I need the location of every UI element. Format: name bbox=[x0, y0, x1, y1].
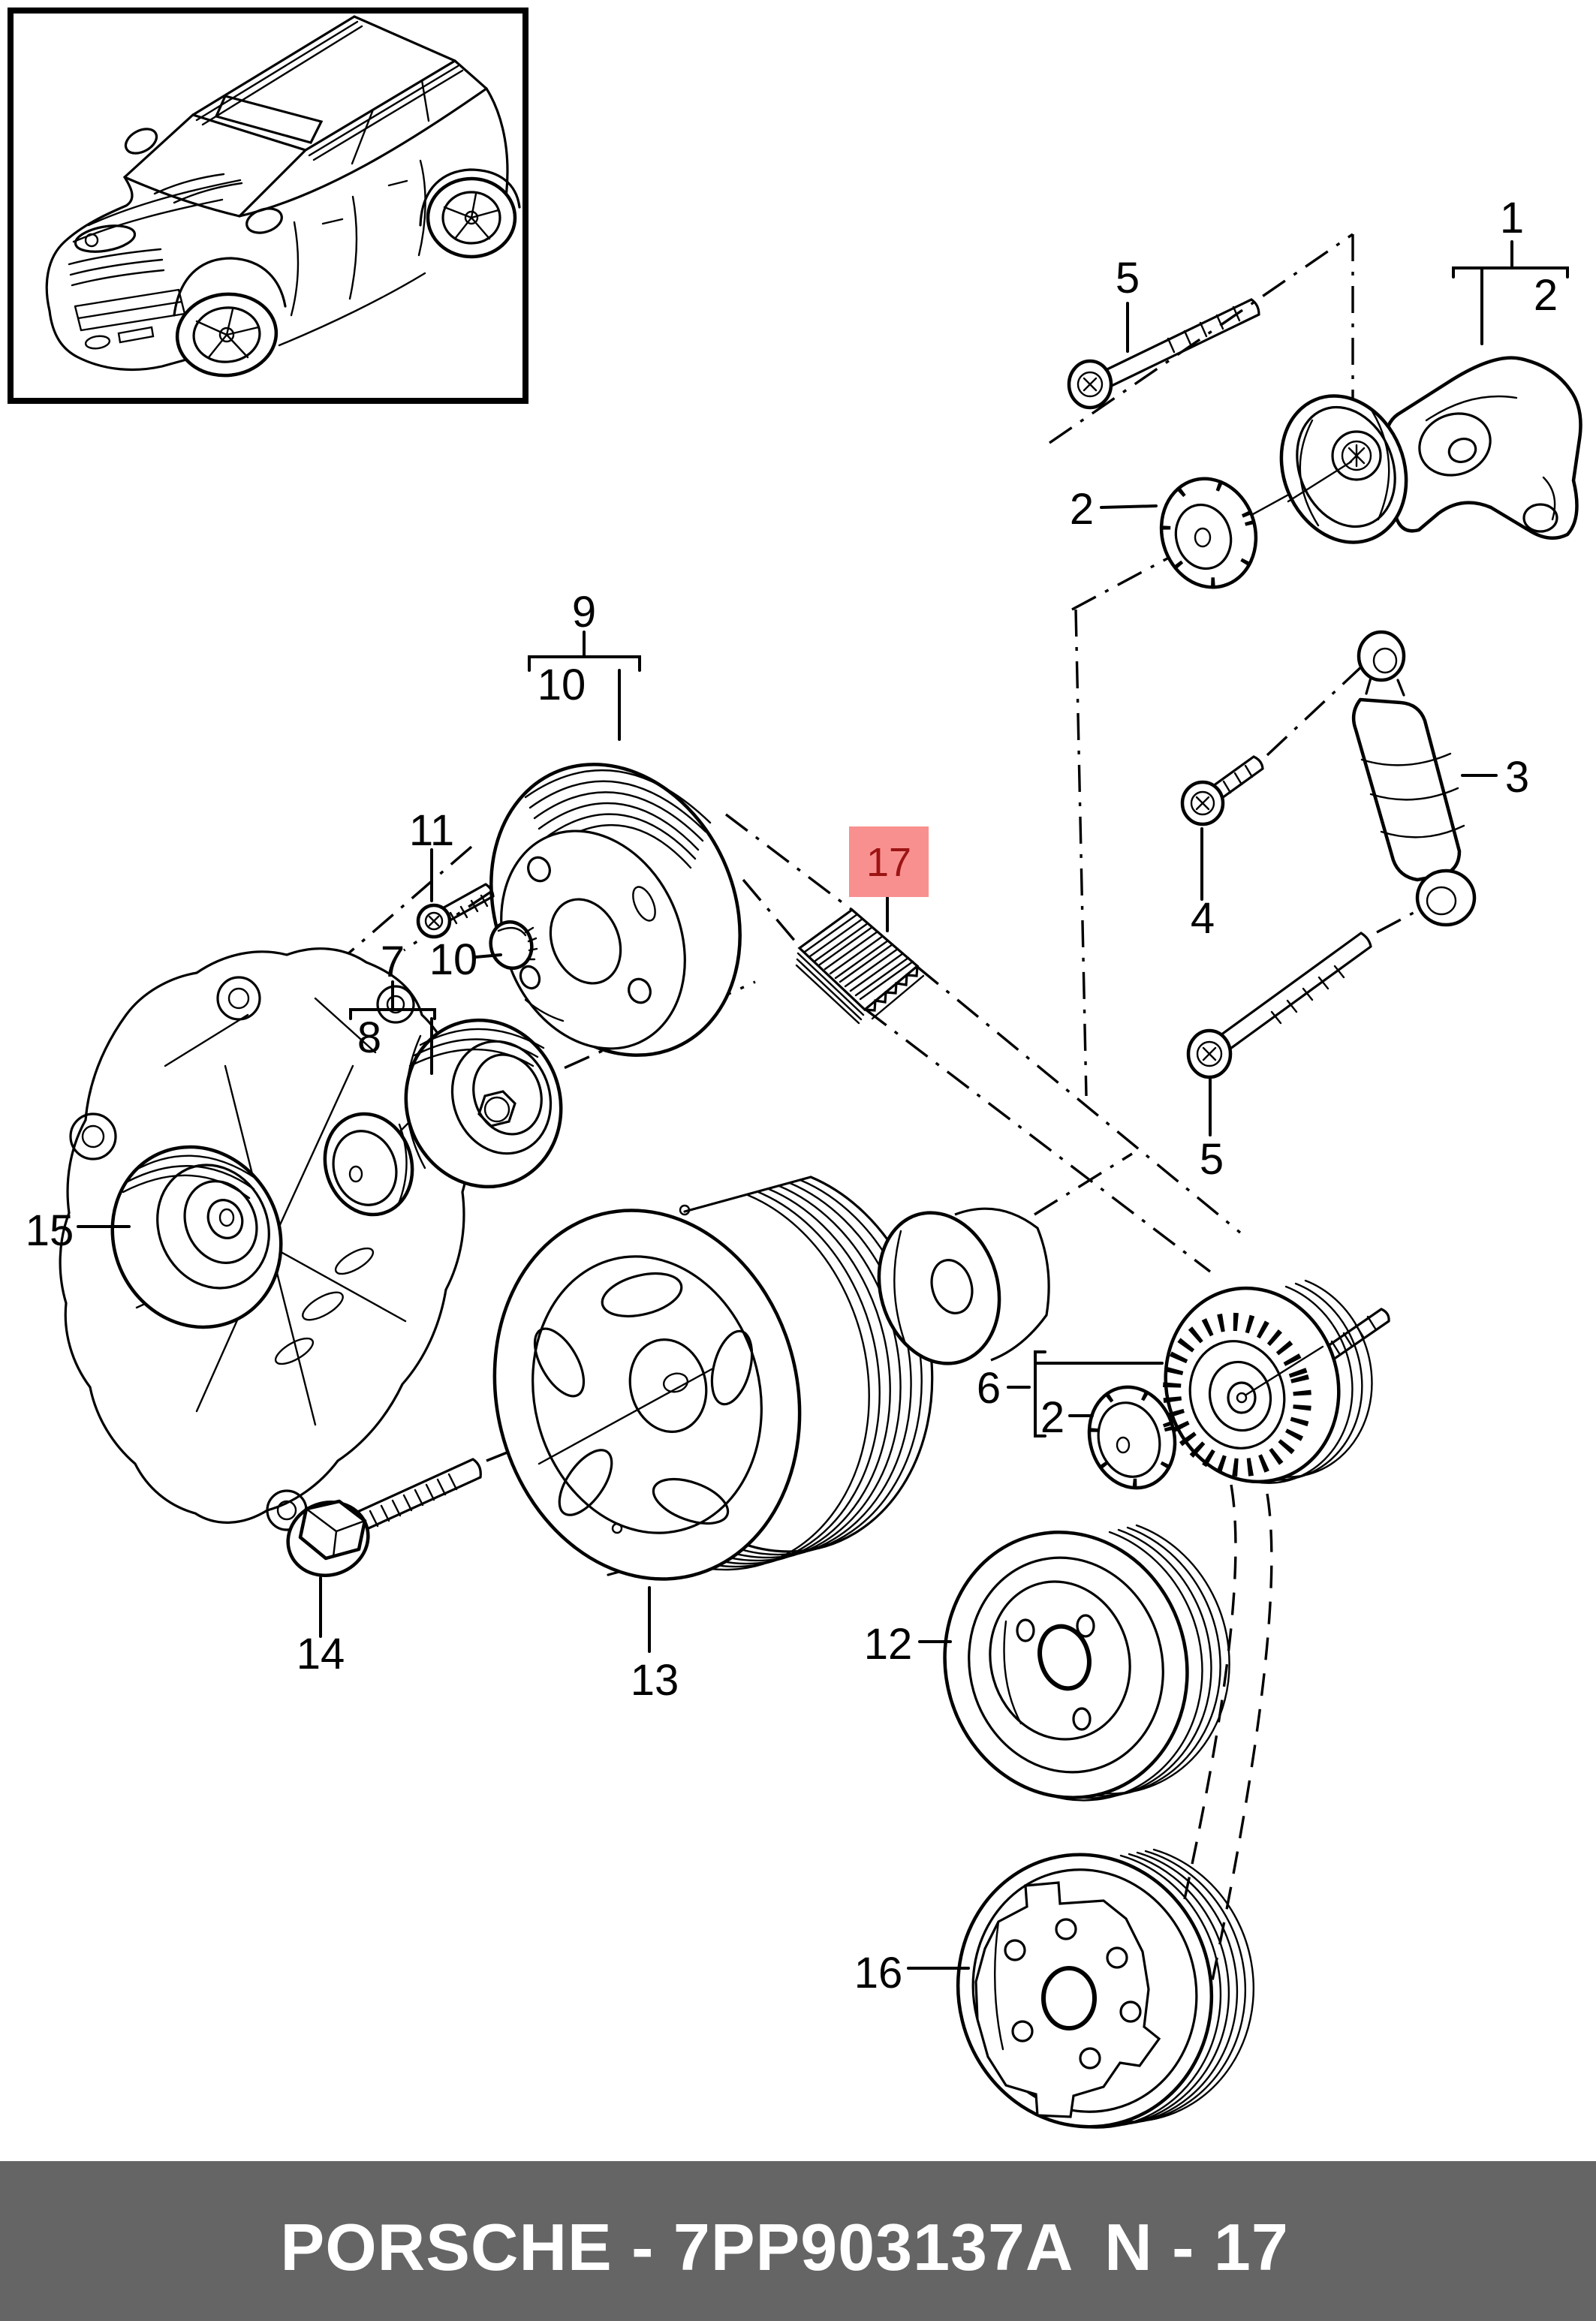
cayenne-line-drawing bbox=[45, 15, 521, 378]
footer: PORSCHE - 7PP903137A N - 17 bbox=[0, 2161, 1596, 2321]
part-alternator bbox=[59, 947, 470, 1531]
belt-wrap-roller bbox=[877, 1207, 1050, 1365]
leader-lines bbox=[77, 240, 1569, 1970]
callout-2-washer: 2 bbox=[1040, 1393, 1065, 1442]
callout-2-disc: 2 bbox=[1070, 485, 1094, 534]
callout-11: 11 bbox=[409, 806, 454, 855]
footer-page-ref: N - 17 bbox=[1104, 2210, 1289, 2284]
callout-17: 17 bbox=[866, 840, 911, 885]
part-bolt-14 bbox=[286, 1458, 482, 1577]
callout-16: 16 bbox=[854, 1949, 903, 1997]
callout-labels: 1 2 5 2 3 4 5 9 10 11 10 7 8 15 14 13 6 … bbox=[26, 194, 1558, 1997]
part-disc-2 bbox=[1159, 458, 1354, 589]
callout-3: 3 bbox=[1505, 753, 1529, 802]
callout-4: 4 bbox=[1191, 894, 1215, 943]
callout-1: 1 bbox=[1500, 194, 1524, 242]
callout-10-bracket: 10 bbox=[538, 661, 586, 709]
part-damper-3 bbox=[1351, 630, 1477, 927]
callout-8: 8 bbox=[357, 1013, 381, 1062]
callout-15: 15 bbox=[26, 1206, 74, 1255]
callout-10-cap: 10 bbox=[429, 935, 478, 984]
part-belt-17 bbox=[795, 908, 925, 1025]
part-pump-pulley bbox=[489, 763, 742, 1057]
part-compressor-16 bbox=[956, 1848, 1255, 2129]
part-bolt-4 bbox=[1180, 755, 1264, 826]
callout-5-top: 5 bbox=[1116, 254, 1140, 303]
footer-part-number: PORSCHE - 7PP903137A bbox=[281, 2210, 1074, 2284]
part-bolt-11 bbox=[416, 883, 495, 939]
highlight-box-17 bbox=[849, 826, 929, 897]
part-idler-6 bbox=[1163, 1279, 1390, 1484]
callout-7: 7 bbox=[381, 938, 405, 986]
callout-2-top: 2 bbox=[1534, 271, 1558, 320]
part-pulley-12 bbox=[943, 1524, 1230, 1802]
car-inset bbox=[8, 8, 528, 404]
part-bolt-5-top bbox=[1067, 298, 1260, 410]
part-disc-8 bbox=[323, 1112, 414, 1217]
callout-5-bottom: 5 bbox=[1200, 1135, 1224, 1184]
footer-bar bbox=[0, 2161, 1596, 2321]
callout-14: 14 bbox=[297, 1630, 345, 1678]
callout-6: 6 bbox=[977, 1364, 1001, 1413]
part-crank-pulley bbox=[492, 1176, 934, 1581]
callout-13: 13 bbox=[631, 1656, 679, 1705]
part-cap-10 bbox=[489, 920, 538, 970]
part-idler-7 bbox=[404, 1018, 563, 1189]
part-bolt-5-bottom bbox=[1186, 932, 1372, 1079]
callout-9: 9 bbox=[572, 588, 596, 637]
part-washer-2 bbox=[1087, 1385, 1177, 1490]
callout-12: 12 bbox=[864, 1620, 913, 1669]
part-tensioner-assembly bbox=[1279, 356, 1582, 544]
